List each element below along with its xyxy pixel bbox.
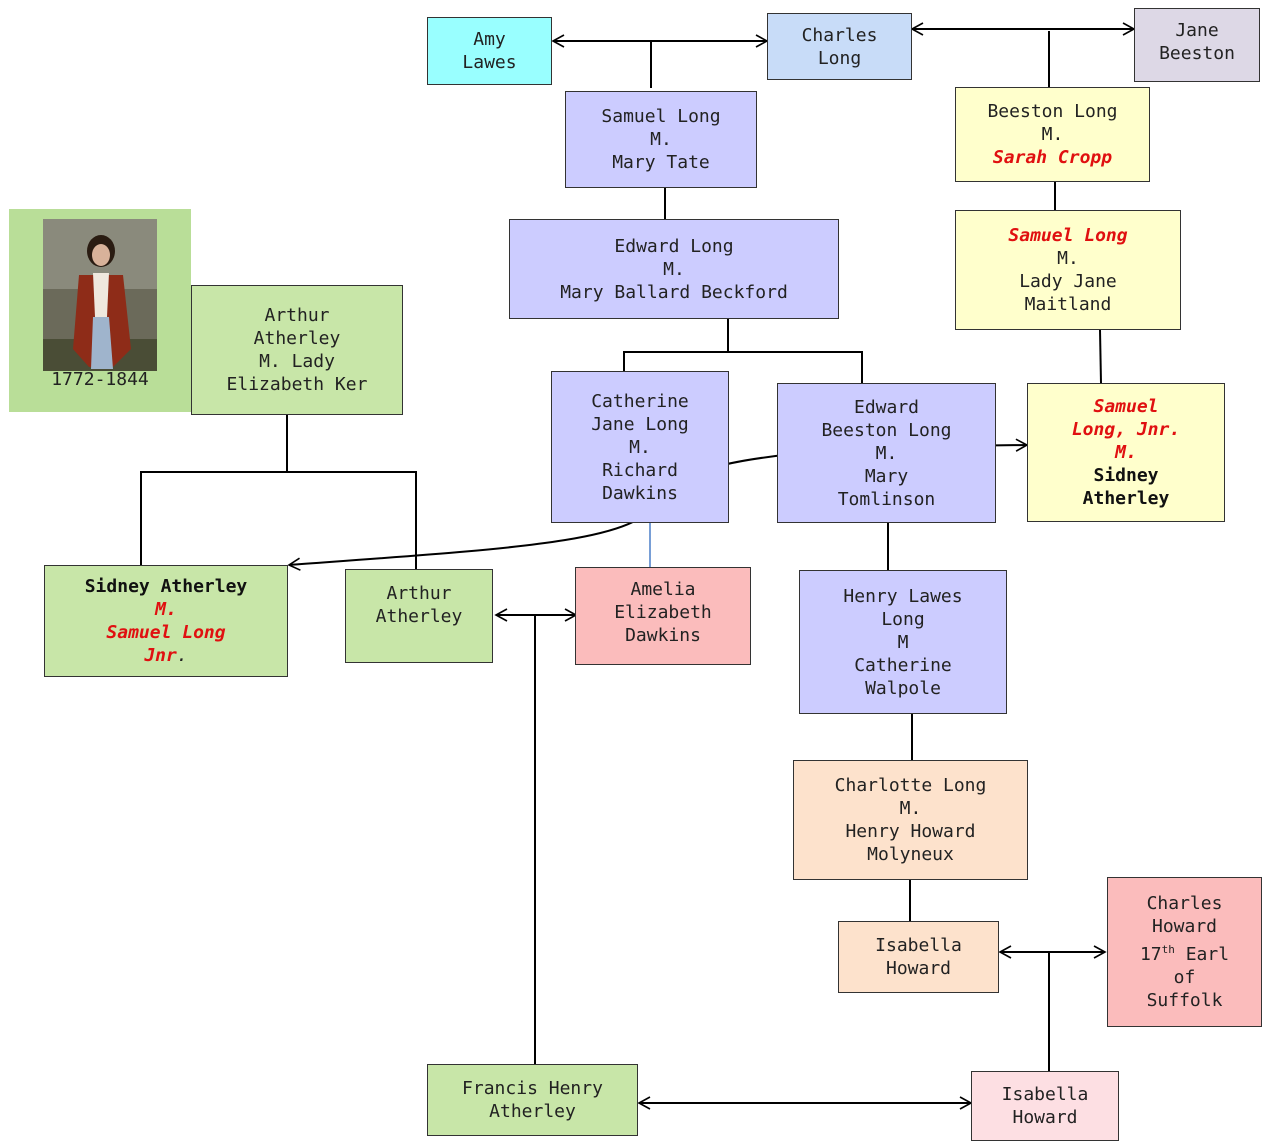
person-edward-beeston-long: Edward Beeston Long M. Mary Tomlinson: [777, 383, 996, 523]
person-amy-lawes: Amy Lawes: [427, 17, 552, 85]
person-samuel-long-mary-tate: Samuel Long M. Mary Tate: [565, 91, 757, 188]
person-beeston-long: Beeston Long M. Sarah Cropp: [955, 87, 1150, 182]
person-charlotte-long: Charlotte Long M. Henry Howard Molyneux: [793, 760, 1028, 880]
person-edward-long: Edward Long M. Mary Ballard Beckford: [509, 219, 839, 319]
portrait-panel: 1772-1844: [9, 209, 191, 412]
person-arthur-atherley-senior: Arthur Atherley M. Lady Elizabeth Ker: [191, 285, 403, 415]
person-catherine-jane-long: Catherine Jane Long M. Richard Dawkins: [551, 371, 729, 523]
person-samuel-long-jnr: Samuel Long, Jnr. M. Sidney Atherley: [1027, 383, 1225, 522]
portrait-image: [43, 219, 157, 371]
person-sidney-atherley: Sidney Atherley M. Samuel Long Jnr.: [44, 565, 288, 677]
portrait-caption: 1772-1844: [51, 369, 149, 390]
person-arthur-atherley: Arthur Atherley: [345, 569, 493, 663]
line-samuel-to-jnr: [1099, 329, 1102, 384]
person-francis-henry-atherley: Francis Henry Atherley: [427, 1064, 638, 1136]
edward-children-bracket-right: [728, 351, 863, 383]
person-charles-howard: Charles Howard 17th Earl of Suffolk: [1107, 877, 1262, 1027]
person-samuel-long-maitland: Samuel Long M. Lady Jane Maitland: [955, 210, 1181, 330]
person-jane-beeston: Jane Beeston: [1134, 8, 1260, 82]
person-henry-lawes-long: Henry Lawes Long M Catherine Walpole: [799, 570, 1007, 714]
person-charles-long: Charles Long: [767, 13, 912, 80]
edward-children-bracket: [623, 318, 729, 371]
arthur-children-bracket: [140, 471, 417, 569]
person-isabella-howard: Isabella Howard: [838, 921, 999, 993]
person-amelia-elizabeth-dawkins: Amelia Elizabeth Dawkins: [575, 567, 751, 665]
person-isabella-howard-2: Isabella Howard: [971, 1071, 1119, 1141]
